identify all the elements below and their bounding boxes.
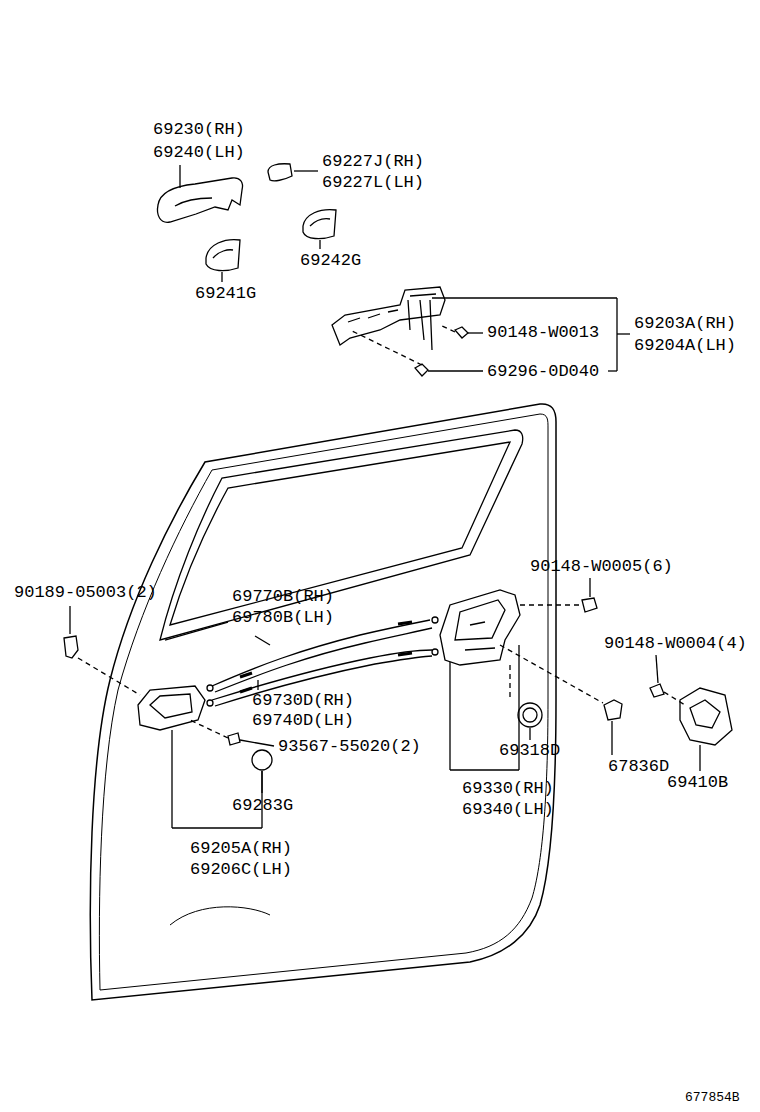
- callout-number: 69770B(RH): [232, 587, 334, 607]
- callout-number: 69330(RH): [462, 779, 554, 799]
- callout-number: 69318D: [499, 741, 560, 761]
- callout-number: 69206C(LH): [190, 860, 292, 880]
- callout-number: 90189-05003(2): [14, 583, 157, 603]
- callout-number: 69242G: [300, 251, 361, 271]
- callout-number: 69410B: [667, 773, 728, 793]
- diagram-id: 677854B: [685, 1090, 740, 1106]
- callout-number: 69780B(LH): [232, 608, 334, 628]
- callout-number: 69204A(LH): [634, 336, 736, 356]
- callout-number: 69227L(LH): [322, 173, 424, 193]
- callout-number: 90148-W0013: [487, 323, 599, 343]
- callout-number: 69730D(RH): [252, 691, 354, 711]
- callout-number: 69240(LH): [153, 143, 245, 163]
- callout-number: 69740D(LH): [252, 711, 354, 731]
- callout-number: 90148-W0004(4): [604, 634, 747, 654]
- callout-number: 67836D: [608, 757, 669, 777]
- callout-number: 69227J(RH): [322, 152, 424, 172]
- callout-number: 69241G: [195, 284, 256, 304]
- callout-number: 69205A(RH): [190, 839, 292, 859]
- callout-number: 69340(LH): [462, 800, 554, 820]
- callout-number: 93567-55020(2): [278, 737, 421, 757]
- callout-number: 69203A(RH): [634, 314, 736, 334]
- callout-number: 69283G: [232, 796, 293, 816]
- callout-number: 90148-W0005(6): [530, 557, 673, 577]
- callout-number: 69230(RH): [153, 120, 245, 140]
- callout-number: 69296-0D040: [487, 362, 599, 382]
